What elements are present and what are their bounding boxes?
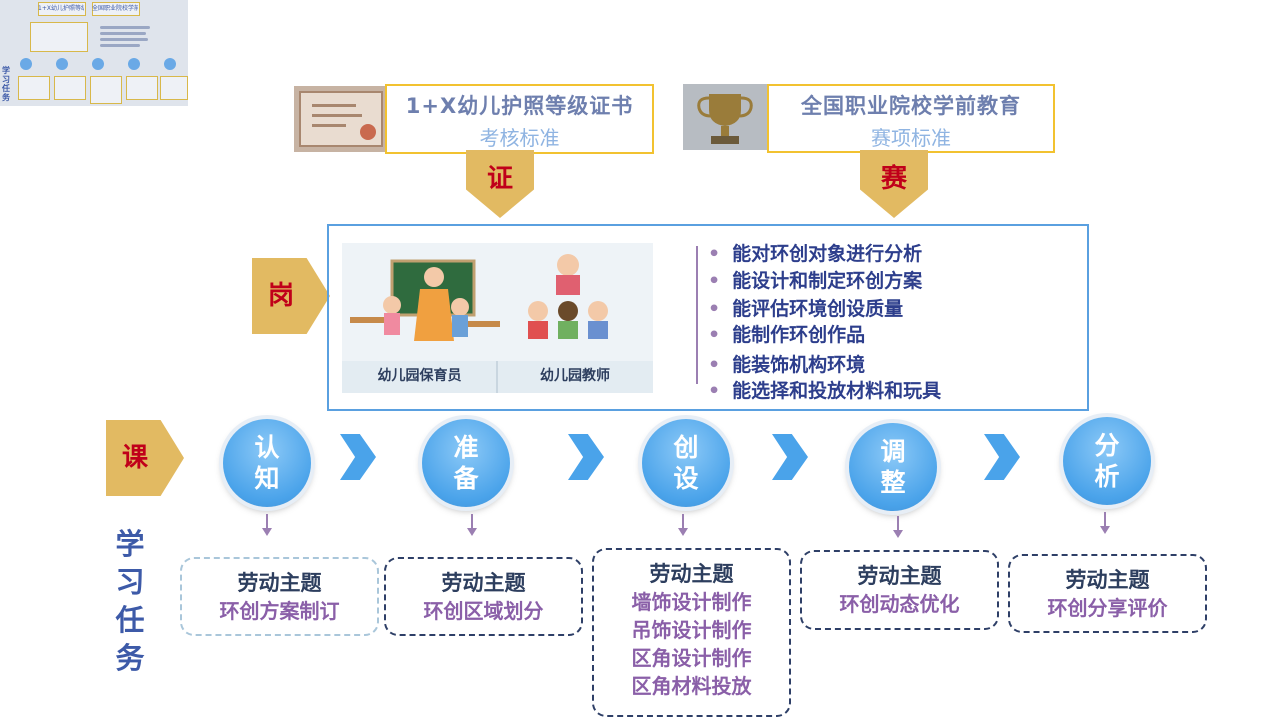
thumb-box [38,2,86,16]
step-char: 创 [673,433,699,462]
arrow-down-icon [262,514,272,536]
task-box[interactable]: 劳动主题 环创分享评价 [1008,554,1207,633]
step-char: 认 [254,433,280,462]
standard-title: 1+X幼儿护照等级证书 [405,94,634,118]
chevron-right-icon [340,434,376,480]
thumb-box [30,22,88,52]
step-char: 析 [1094,462,1120,491]
task-item: 墙饰设计制作 [631,590,752,614]
chevron-right-icon [568,434,604,480]
skill-item: 能制作环创作品 [708,320,865,347]
thumb-box [18,76,50,100]
thumb-box [126,76,158,100]
step-char: 整 [880,468,906,497]
task-box[interactable]: 劳动主题 环创动态优化 [800,550,999,630]
step-circle-prepare[interactable]: 准 备 [422,419,510,507]
task-title: 劳动主题 [1065,568,1150,592]
task-box[interactable]: 劳动主题 环创区域划分 [384,557,583,636]
thumb-line [100,38,148,41]
tag-label: 课 [121,443,148,473]
classroom-icon [342,243,653,393]
task-box[interactable]: 劳动主题 环创方案制订 [180,557,379,636]
step-char: 知 [254,464,280,493]
chevron-right-icon [772,434,808,480]
task-item: 环创分享评价 [1047,596,1168,620]
tag-competition: 赛 [860,150,928,218]
task-item: 吊饰设计制作 [631,618,752,642]
thumb-box [54,76,86,100]
chevron-right-icon [984,434,1020,480]
thumb-dot [20,58,32,70]
tag-label: 证 [486,164,513,194]
thumb-dot [56,58,68,70]
task-item: 环创区域划分 [423,599,544,623]
task-box[interactable]: 劳动主题 墙饰设计制作 吊饰设计制作 区角设计制作 区角材料投放 [592,548,791,717]
task-item: 区角材料投放 [631,674,752,698]
trophy-image [683,84,767,150]
slide-thumbnail[interactable] [0,0,188,106]
task-item: 环创方案制订 [219,599,340,623]
trophy-icon [697,94,753,144]
thumb-dot [128,58,140,70]
post-panel [327,224,1089,411]
thumb-box [90,76,122,104]
task-item: 区角设计制作 [631,646,752,670]
side-char: 习 [115,565,145,599]
tag-course: 课 [106,420,184,496]
step-char: 分 [1094,431,1120,460]
step-char: 备 [453,464,479,493]
thumb-box [92,2,140,16]
skill-item: 能对环创对象进行分析 [708,239,922,266]
skills-divider [696,246,698,384]
certificate-image [294,86,388,152]
side-char: 学 [115,527,145,561]
thumb-dot [92,58,104,70]
thumb-box [160,76,188,100]
side-char: 务 [115,641,145,675]
arrow-down-icon [1100,512,1110,534]
standard-subtitle: 考核标准 [479,126,560,150]
skill-item: 能设计和制定环创方案 [708,266,922,293]
thumb-line [100,44,140,47]
skill-item: 能评估环境创设质量 [708,294,903,321]
skill-item: 能装饰机构环境 [708,350,865,377]
thumb-line [100,32,146,35]
skill-item: 能选择和投放材料和玩具 [708,376,941,403]
task-item: 环创动态优化 [839,592,960,616]
classroom-illustration: 幼儿园保育员 幼儿园教师 [342,243,653,393]
arrow-down-icon [467,514,477,536]
role-label: 幼儿园教师 [540,368,610,384]
standard-certificate-box: 1+X幼儿护照等级证书 考核标准 [385,84,654,154]
step-circle-analyze[interactable]: 分 析 [1063,417,1151,505]
tag-label: 赛 [880,164,907,194]
learning-tasks-label: 学 习 任 务 [110,525,150,677]
arrow-down-icon [893,516,903,538]
step-circle-cognition[interactable]: 认 知 [223,419,311,507]
step-char: 设 [673,464,699,493]
role-label: 幼儿园保育员 [377,368,462,384]
standard-subtitle: 赛项标准 [871,126,951,150]
side-char: 任 [115,603,145,637]
step-circle-adjust[interactable]: 调 整 [849,423,937,511]
task-title: 劳动主题 [649,562,734,586]
step-char: 调 [880,437,906,466]
task-title: 劳动主题 [237,571,322,595]
arrow-down-icon [678,514,688,536]
tag-label: 岗 [267,281,294,311]
thumb-title: 全国职业院校学前教育 [92,5,138,12]
certificate-icon [299,91,383,147]
step-char: 准 [453,433,479,462]
standard-competition-box: 全国职业院校学前教育 赛项标准 [767,84,1055,153]
thumb-line [100,26,150,29]
task-title: 劳动主题 [857,564,942,588]
tag-certificate: 证 [466,150,534,218]
thumb-dot [164,58,176,70]
thumb-title: 1+X幼儿护照等级证书 [38,5,84,12]
standard-title: 全国职业院校学前教育 [801,94,1021,118]
tag-post: 岗 [252,258,330,334]
thumb-side-label: 学习任务 [2,66,10,102]
task-title: 劳动主题 [441,571,526,595]
step-circle-create[interactable]: 创 设 [642,419,730,507]
